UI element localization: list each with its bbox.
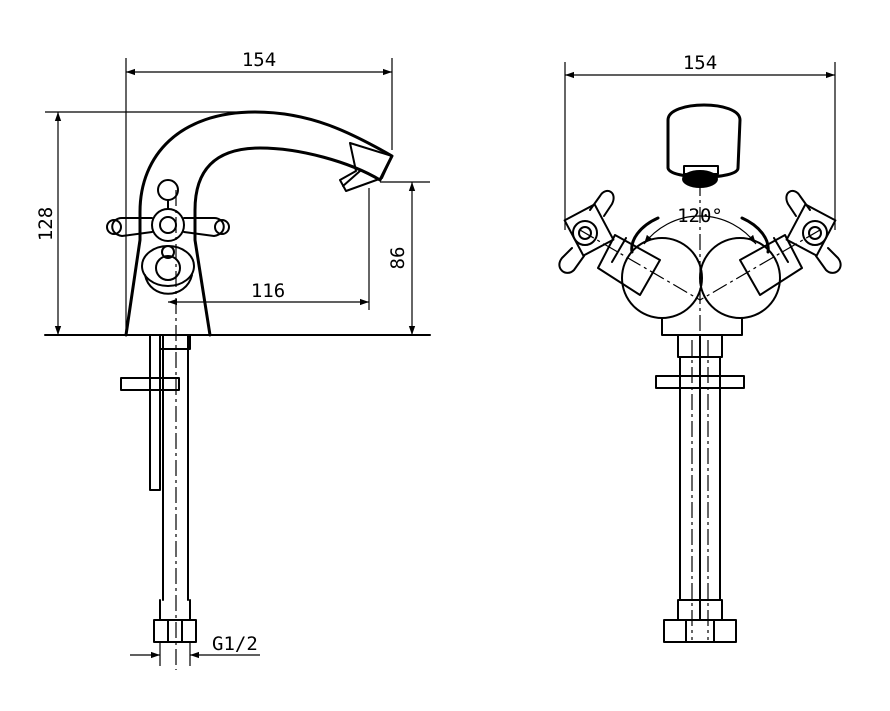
supply-pipes — [120, 190, 197, 670]
dim-height: 128 — [35, 111, 255, 335]
dim-thread: G1/2 — [130, 633, 260, 666]
front-width-label: 154 — [683, 52, 717, 74]
reach-label: 116 — [251, 280, 285, 302]
dim-side-width: 154 — [125, 49, 393, 335]
spout-front — [666, 103, 742, 188]
front-view: 120° 154 — [558, 52, 842, 643]
front-supply-pipes — [655, 334, 745, 643]
upper-handle — [106, 179, 230, 242]
right-valve — [699, 189, 842, 301]
faucet-body — [124, 110, 394, 337]
dim-reach: 116 — [168, 188, 370, 310]
angle-label: 120° — [677, 205, 723, 227]
spout-height-label: 86 — [387, 247, 409, 270]
dim-spout-height: 86 — [380, 181, 430, 335]
dim-front-width: 154 — [564, 52, 836, 230]
left-valve — [558, 189, 701, 301]
side-view: 154 128 86 116 G1/2 — [35, 49, 431, 670]
thread-label: G1/2 — [212, 633, 258, 655]
height-label: 128 — [35, 207, 57, 241]
lower-handle — [141, 245, 195, 295]
side-width-label: 154 — [242, 49, 276, 71]
spout-tip — [339, 142, 393, 192]
angle-arc — [643, 215, 757, 245]
